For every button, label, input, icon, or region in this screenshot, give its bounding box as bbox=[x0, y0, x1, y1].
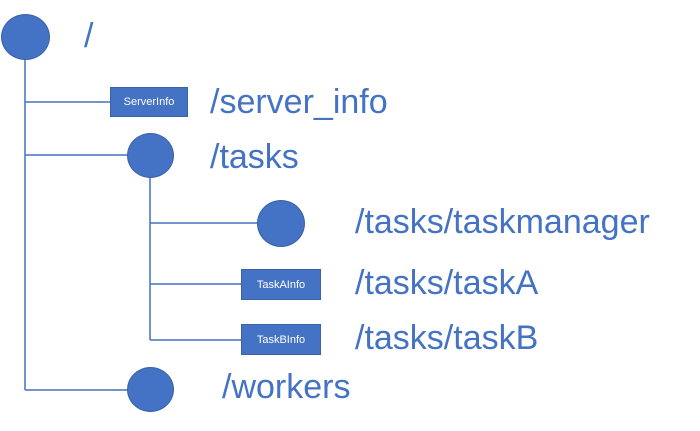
taskmanager-node bbox=[257, 200, 305, 247]
taskmanager-path-label: /tasks/taskmanager bbox=[355, 203, 650, 241]
task-b-path-label: /tasks/taskB bbox=[355, 319, 539, 357]
task-b-info-box: TaskBInfo bbox=[241, 324, 321, 355]
tasks-node bbox=[127, 133, 174, 178]
task-a-info-box: TaskAInfo bbox=[241, 269, 321, 300]
tasks-path-label: /tasks bbox=[210, 138, 299, 176]
server-info-path-label: /server_info bbox=[210, 83, 388, 121]
root-path-label: / bbox=[84, 17, 94, 55]
workers-path-label: /workers bbox=[222, 368, 351, 406]
server-info-box: ServerInfo bbox=[110, 87, 188, 117]
task-a-path-label: /tasks/taskA bbox=[355, 264, 539, 302]
root-node bbox=[1, 14, 50, 60]
workers-node bbox=[127, 367, 174, 412]
